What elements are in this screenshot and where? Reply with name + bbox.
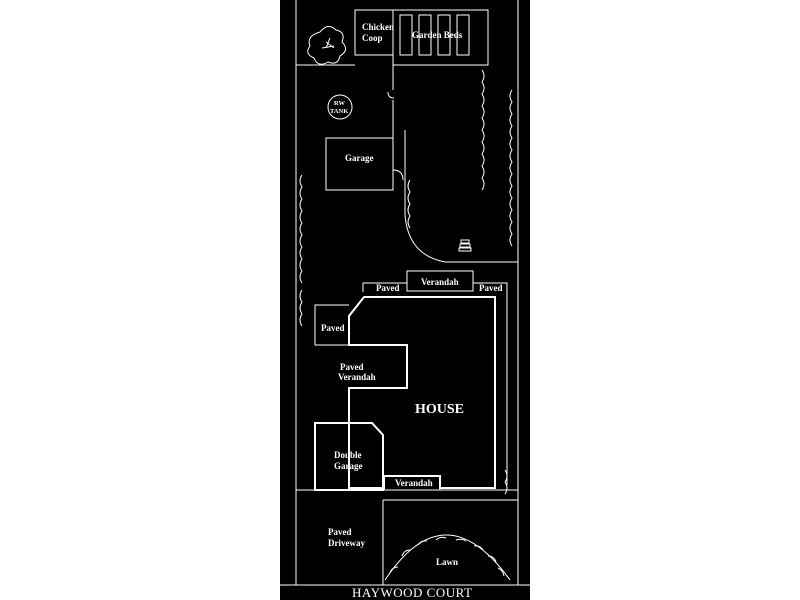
fence-line [296, 64, 394, 138]
verandah-bottom-label: Verandah [395, 478, 433, 488]
garage-door-swing [392, 169, 404, 181]
verandah-top [406, 270, 474, 292]
garden-beds-area [392, 9, 489, 66]
paved-driveway-label-2: Driveway [328, 538, 365, 548]
house-outline [348, 296, 496, 489]
paved-left-label: Paved [321, 323, 345, 333]
paved-right-area [473, 282, 508, 485]
lawn-hedge [389, 536, 505, 577]
house-label: HOUSE [415, 402, 464, 417]
chicken-coop-label-1: Chicken [362, 22, 394, 32]
hedges [299, 69, 513, 495]
double-garage-label-1: Double [334, 450, 362, 460]
steps-icon [458, 239, 472, 252]
curved-path-outer [404, 130, 518, 263]
rw-tank-label-1: RW [334, 100, 345, 107]
street-name-label: HAYWOOD COURT [352, 585, 472, 600]
double-garage [314, 422, 384, 491]
paved-left-area [314, 304, 349, 346]
paved-verandah-label-2: Verandah [338, 372, 376, 382]
lawn-curve [384, 534, 511, 581]
gate-swing [387, 91, 395, 99]
property-boundary [295, 0, 519, 585]
garden-beds-label: Garden Beds [412, 30, 463, 40]
plan-background [280, 0, 530, 600]
rw-tank [327, 94, 353, 120]
garage-shed [325, 137, 394, 191]
lawn-label: Lawn [436, 557, 458, 567]
front-yard-lines [296, 489, 518, 585]
tree-icon [307, 26, 346, 65]
verandah-top-label: Verandah [421, 277, 459, 287]
garage-label: Garage [345, 153, 374, 163]
rw-tank-label-2: TANK [330, 108, 348, 115]
paved-top-label: Paved [376, 283, 400, 293]
paved-driveway-label-1: Paved [328, 527, 352, 537]
chicken-coop-label-2: Coop [362, 33, 383, 43]
garden-bed-plots [399, 14, 470, 56]
paved-verandah-label-1: Paved [340, 362, 364, 372]
paved-right-label: Paved [479, 283, 503, 293]
paved-top-area [362, 282, 407, 292]
double-garage-label-2: Garage [334, 461, 363, 471]
